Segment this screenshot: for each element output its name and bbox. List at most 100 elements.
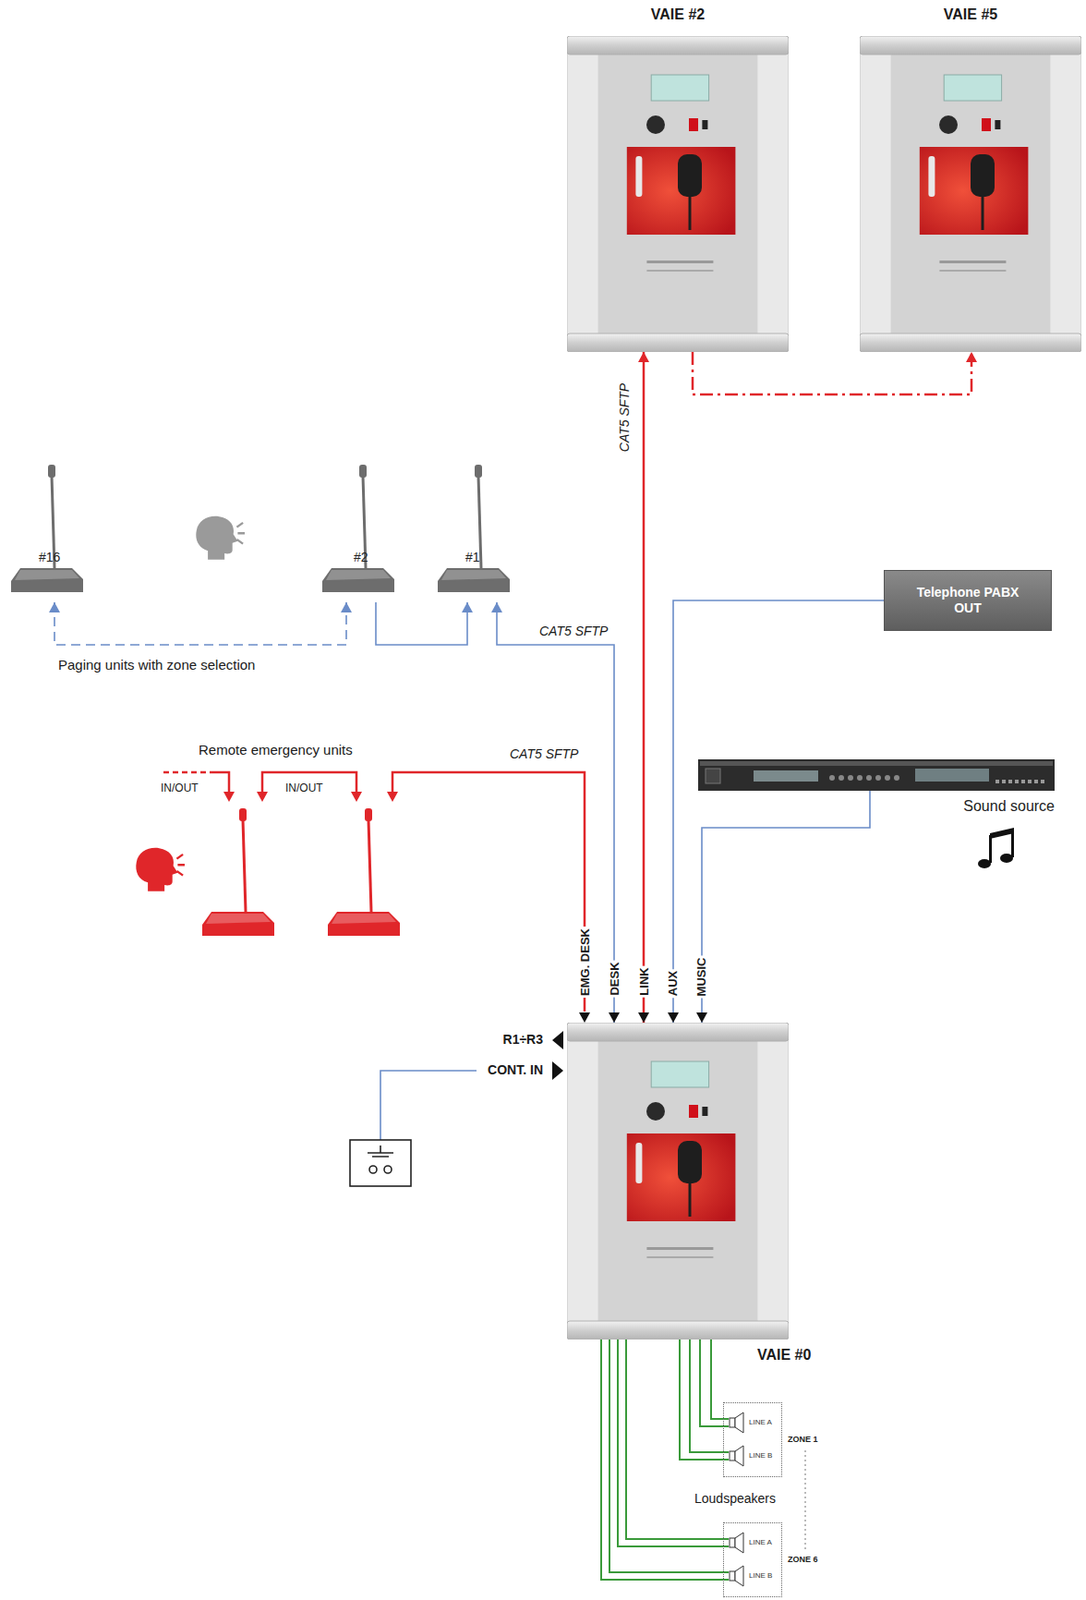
speaker-cone	[735, 1532, 744, 1553]
display	[651, 74, 709, 101]
wire	[601, 1339, 729, 1580]
note-stem	[1011, 829, 1014, 857]
wire	[375, 602, 468, 645]
paging-unit: #16	[7, 461, 87, 603]
line-name: LINE B	[748, 1570, 773, 1580]
wire	[701, 790, 870, 1023]
speaker-zone: ZONE 1LINE ALINE B	[723, 1401, 783, 1477]
switch-symbol	[367, 1145, 394, 1157]
paging-mic	[437, 464, 510, 592]
button	[1008, 779, 1013, 784]
wire	[699, 1339, 729, 1426]
connector	[699, 1339, 729, 1426]
loudspeaker: LINE B	[728, 1444, 775, 1467]
loudspeaker: LINE B	[728, 1564, 775, 1587]
cabinet-body	[567, 48, 789, 339]
print-line	[646, 1255, 713, 1258]
wire	[673, 600, 884, 1023]
button	[1034, 779, 1038, 784]
wire	[679, 1339, 729, 1460]
knob	[939, 115, 958, 134]
connector	[638, 351, 650, 1023]
wire	[262, 772, 357, 795]
display	[915, 768, 990, 782]
emergency-panel	[627, 146, 737, 235]
wire	[496, 602, 615, 1023]
contact-box	[349, 1139, 411, 1186]
print-line	[646, 269, 713, 272]
loudspeaker-symbol	[728, 1411, 749, 1434]
knob	[866, 774, 872, 781]
loudspeaker: LINE A	[728, 1531, 774, 1554]
group-label: Loudspeakers	[692, 1490, 778, 1506]
knob	[646, 115, 665, 134]
paging-mic	[11, 464, 84, 592]
cabinet-front	[891, 50, 1051, 338]
arrowhead	[667, 1012, 679, 1023]
cabinet-front	[598, 50, 759, 338]
cabinet-drawing	[567, 1022, 789, 1340]
cabinet-top-band	[567, 1022, 789, 1041]
print-line	[646, 260, 713, 264]
cabinet-name: VAIE #2	[567, 6, 789, 24]
zone-name: ZONE 1	[787, 1434, 819, 1444]
input-name: AUX	[665, 968, 680, 998]
wire	[711, 1339, 729, 1419]
arrowhead	[223, 791, 235, 802]
loudspeaker-symbol	[728, 1444, 749, 1467]
device-name: Sound source	[963, 797, 1055, 815]
cable-type: CAT5 SFTP	[616, 381, 632, 454]
button	[994, 120, 1001, 130]
arrowhead	[608, 1012, 620, 1023]
speaker-magnet	[729, 1450, 736, 1461]
mic-cable	[981, 196, 985, 230]
cabinet-bottom-band	[567, 1320, 789, 1340]
arrowhead	[491, 602, 503, 613]
button	[981, 118, 991, 132]
mic-cable	[688, 1182, 692, 1217]
wire	[642, 351, 646, 1023]
button	[1027, 779, 1032, 784]
arrowhead	[350, 791, 362, 802]
print-line	[939, 260, 1006, 264]
button	[1014, 779, 1019, 784]
button	[688, 118, 699, 132]
emergency-wire	[163, 772, 585, 1012]
rack-edge	[699, 760, 1053, 766]
speaker-magnet	[729, 1570, 736, 1581]
line-name: LINE A	[748, 1417, 773, 1426]
arrowhead	[340, 602, 352, 613]
rack-unit	[698, 759, 1055, 791]
terminal	[369, 1165, 377, 1173]
knob	[875, 774, 881, 781]
telephone-box: Telephone PABX OUT	[883, 569, 1052, 631]
cable-type: CAT5 SFTP	[537, 623, 610, 639]
line-name: LINE A	[748, 1537, 773, 1546]
dashed-wire	[163, 771, 215, 774]
connector	[679, 1339, 729, 1460]
unit-number: #1	[465, 549, 481, 565]
note-head	[977, 858, 991, 869]
port-name: IN/OUT	[158, 781, 201, 795]
print-line	[646, 1246, 713, 1250]
arrowhead	[638, 351, 650, 362]
loudspeaker-symbol	[728, 1531, 749, 1554]
vaie-cabinet: VAIE #5	[859, 36, 1082, 352]
wire	[609, 1339, 729, 1572]
knob	[829, 774, 835, 781]
display	[651, 1061, 709, 1087]
output-name: R1÷R3	[501, 1031, 545, 1047]
contact-housing	[349, 1139, 411, 1186]
knob	[847, 774, 854, 781]
knob	[884, 774, 891, 781]
cabinet-bottom-band	[567, 333, 789, 352]
vaie-cabinet: VAIE #0	[567, 1022, 789, 1340]
sound-source-drawing	[698, 759, 1055, 791]
connector	[617, 1339, 729, 1546]
button	[701, 1106, 708, 1116]
mic-cord	[635, 1142, 642, 1183]
output-triangle	[552, 1030, 564, 1050]
cabinet-top-band	[859, 36, 1082, 55]
speaker-zone: ZONE 6LINE ALINE B	[723, 1521, 783, 1597]
connector	[692, 351, 978, 395]
